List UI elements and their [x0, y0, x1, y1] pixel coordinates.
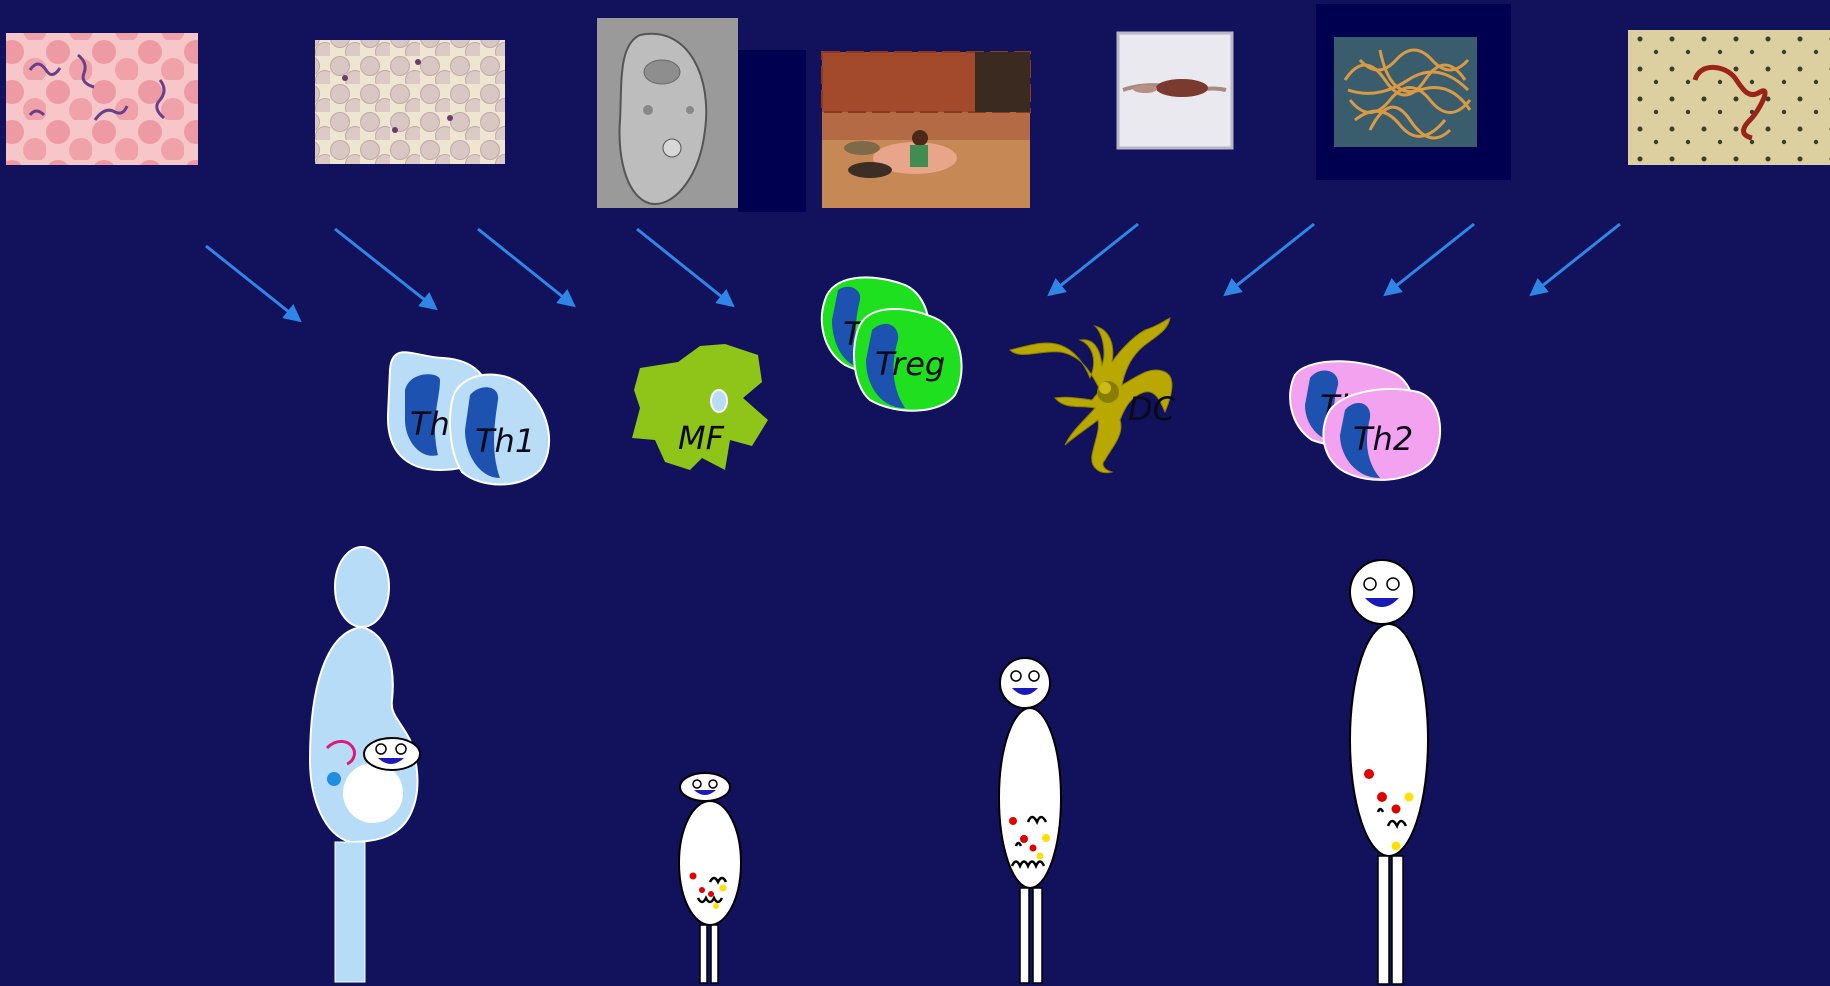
arrow-8	[1532, 224, 1620, 294]
treg-cell-front: Treg	[854, 309, 962, 411]
adult-figure	[1350, 560, 1428, 984]
arrow-6	[1226, 224, 1314, 294]
tapeworm-image	[1118, 33, 1232, 148]
arrow-2	[335, 229, 435, 308]
hookworm-mass-image	[1316, 4, 1511, 180]
macrophage-label: MF	[678, 419, 725, 457]
th1-cell-front: Th1	[450, 375, 549, 485]
th2-front-label: Th2	[1353, 420, 1413, 458]
arrow-7	[1386, 224, 1474, 294]
pregnant-woman-figure	[310, 547, 420, 982]
arrow-1	[206, 246, 299, 320]
microfilaria-blood-smear-image	[1628, 30, 1830, 165]
th1-back-label: Th	[410, 405, 450, 443]
arrow-5	[1050, 224, 1138, 294]
malaria-blood-smear-image	[315, 40, 505, 164]
treg-front-label: Treg	[875, 345, 945, 383]
dc-label: DC	[1128, 390, 1176, 428]
arrow-3	[478, 229, 573, 305]
older-child-figure	[999, 658, 1061, 983]
th1-front-label: Th1	[475, 422, 535, 460]
arrow-4	[637, 229, 732, 305]
village-scene-photo	[822, 52, 1030, 208]
amoeba-microscopy-image	[597, 18, 806, 212]
th2-cell-front: Th2	[1323, 389, 1440, 480]
macrophage-cell: MF	[632, 344, 768, 470]
small-child-figure	[679, 773, 741, 983]
dendritic-cell: DC	[1010, 318, 1176, 473]
trypanosome-blood-smear-image	[6, 33, 198, 165]
